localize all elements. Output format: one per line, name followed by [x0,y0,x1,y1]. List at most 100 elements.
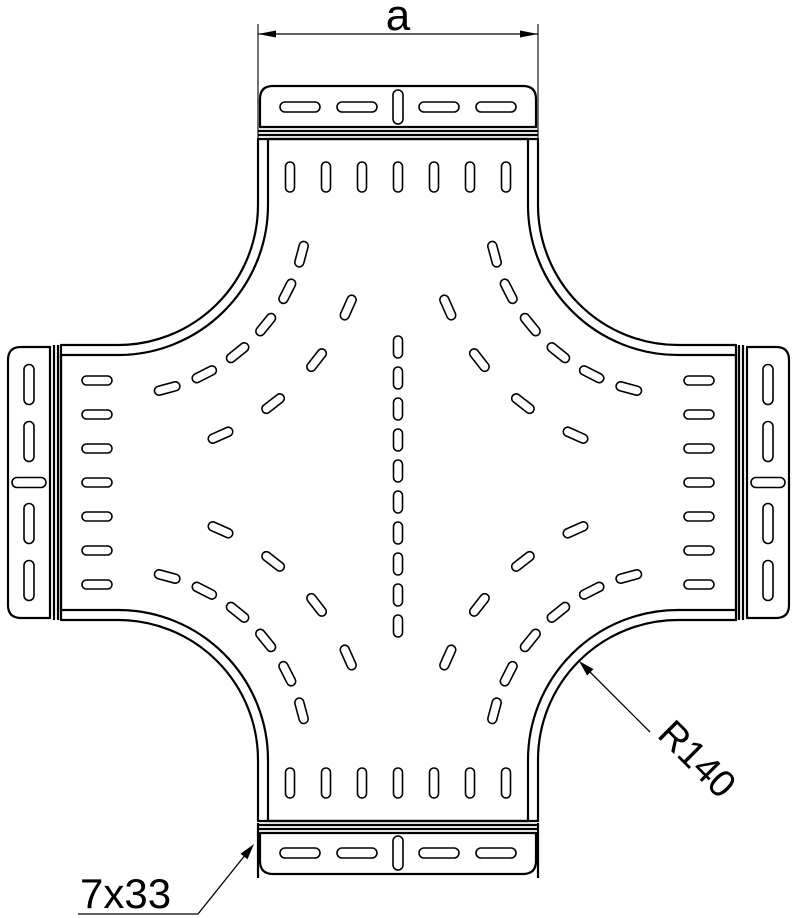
dimension-arrow-left [258,30,276,38]
perforation-slot [153,569,181,584]
slot-size-callout: 7x33 [78,844,254,917]
perforation-slot [392,552,404,576]
dimension-a: a [257,0,539,150]
perforation-slot [418,847,460,859]
perforation-slot [207,426,234,444]
perforation-slot [392,490,404,514]
r140-label: R140 [650,713,744,807]
perforation-slot [499,660,518,687]
perforation-slot [683,375,715,386]
perforation-slot [439,294,457,321]
perforation-slot [510,550,535,572]
perforation-slot [562,426,589,444]
perforation-slot [392,583,404,607]
perforation-slot [153,381,181,396]
bottom-flange-plate [258,831,538,876]
slot-size-leader-arrow [240,844,254,860]
perforation-slot [428,767,440,799]
perforation-slot [392,397,404,421]
perforation-slot [336,101,378,113]
perforation-slot [683,579,715,590]
perforation-slot [306,592,328,617]
perforation-slot [546,342,571,364]
perforation-slot [336,847,378,859]
perforation-slot [225,601,250,623]
perforation-slot [475,847,517,859]
perforation-slot [468,592,490,617]
perforation-slot [392,459,404,483]
perforation-slot [519,312,541,337]
perforation-slot [683,477,715,488]
perforation-slot [519,628,541,653]
perforation-slot [392,767,404,799]
perforation-slot [464,767,476,799]
perforation-slot [356,767,368,799]
perforation-slot [392,835,404,871]
perforation-slot [487,240,502,268]
perforation-slot [207,521,234,539]
perforation-slot [392,521,404,545]
perforation-slot [392,366,404,390]
perforation-slot [683,511,715,522]
perforation-slot [464,161,476,193]
cross-body-inner-contour [59,137,738,823]
cross-body-outer-contour [59,137,738,823]
slot-size-leader-line [197,853,247,915]
perforation-slot [487,697,502,725]
perforation-slot [225,342,250,364]
r140-leader-line [584,666,651,733]
right-flange-plate [745,345,791,620]
perforation-slot [418,101,460,113]
perforation-slot [615,381,643,396]
perforation-slot [11,476,47,489]
perforations [11,89,786,871]
perforation-slot [683,443,715,454]
perforation-slot [23,502,35,545]
perforation-slot [23,420,35,463]
perforation-slot [278,278,297,305]
perforation-slot [81,579,113,590]
perforation-slot [255,312,277,337]
perforation-slot [81,375,113,386]
perforation-slot [261,393,286,415]
perforation-slot [279,101,321,113]
perforation-slot [392,335,404,359]
perforation-slot [356,161,368,193]
perforation-slot [762,420,774,463]
perforation-slot [439,644,457,671]
perforation-slot [750,476,786,489]
perforation-slot [278,660,297,687]
perforation-slot [500,767,512,799]
perforation-slot [191,581,218,600]
perforation-slot [428,161,440,193]
perforation-slot [23,559,35,602]
perforation-slot [578,365,605,384]
r140-leader-arrow [579,661,594,676]
perforation-slot [339,644,357,671]
perforation-slot [284,767,296,799]
perforation-slot [615,569,643,584]
perforation-slot [762,502,774,545]
perforation-slot [81,511,113,522]
perforation-slot [279,847,321,859]
perforation-slot [191,365,218,384]
perforation-slot [578,581,605,600]
perforation-slot [683,409,715,420]
perforation-slot [762,363,774,406]
perforation-slot [562,521,589,539]
perforation-slot [500,161,512,193]
perforation-slot [762,559,774,602]
perforation-slot [255,628,277,653]
perforation-slot [392,614,404,638]
perforation-slot [683,545,715,556]
perforation-slot [392,89,404,125]
perforation-slot [23,363,35,406]
flange-junction-lines [52,129,745,878]
perforation-slot [339,294,357,321]
left-flange-plate [6,345,52,620]
perforation-slot [284,161,296,193]
perforation-slot [261,550,286,572]
perforation-slot [468,348,490,373]
